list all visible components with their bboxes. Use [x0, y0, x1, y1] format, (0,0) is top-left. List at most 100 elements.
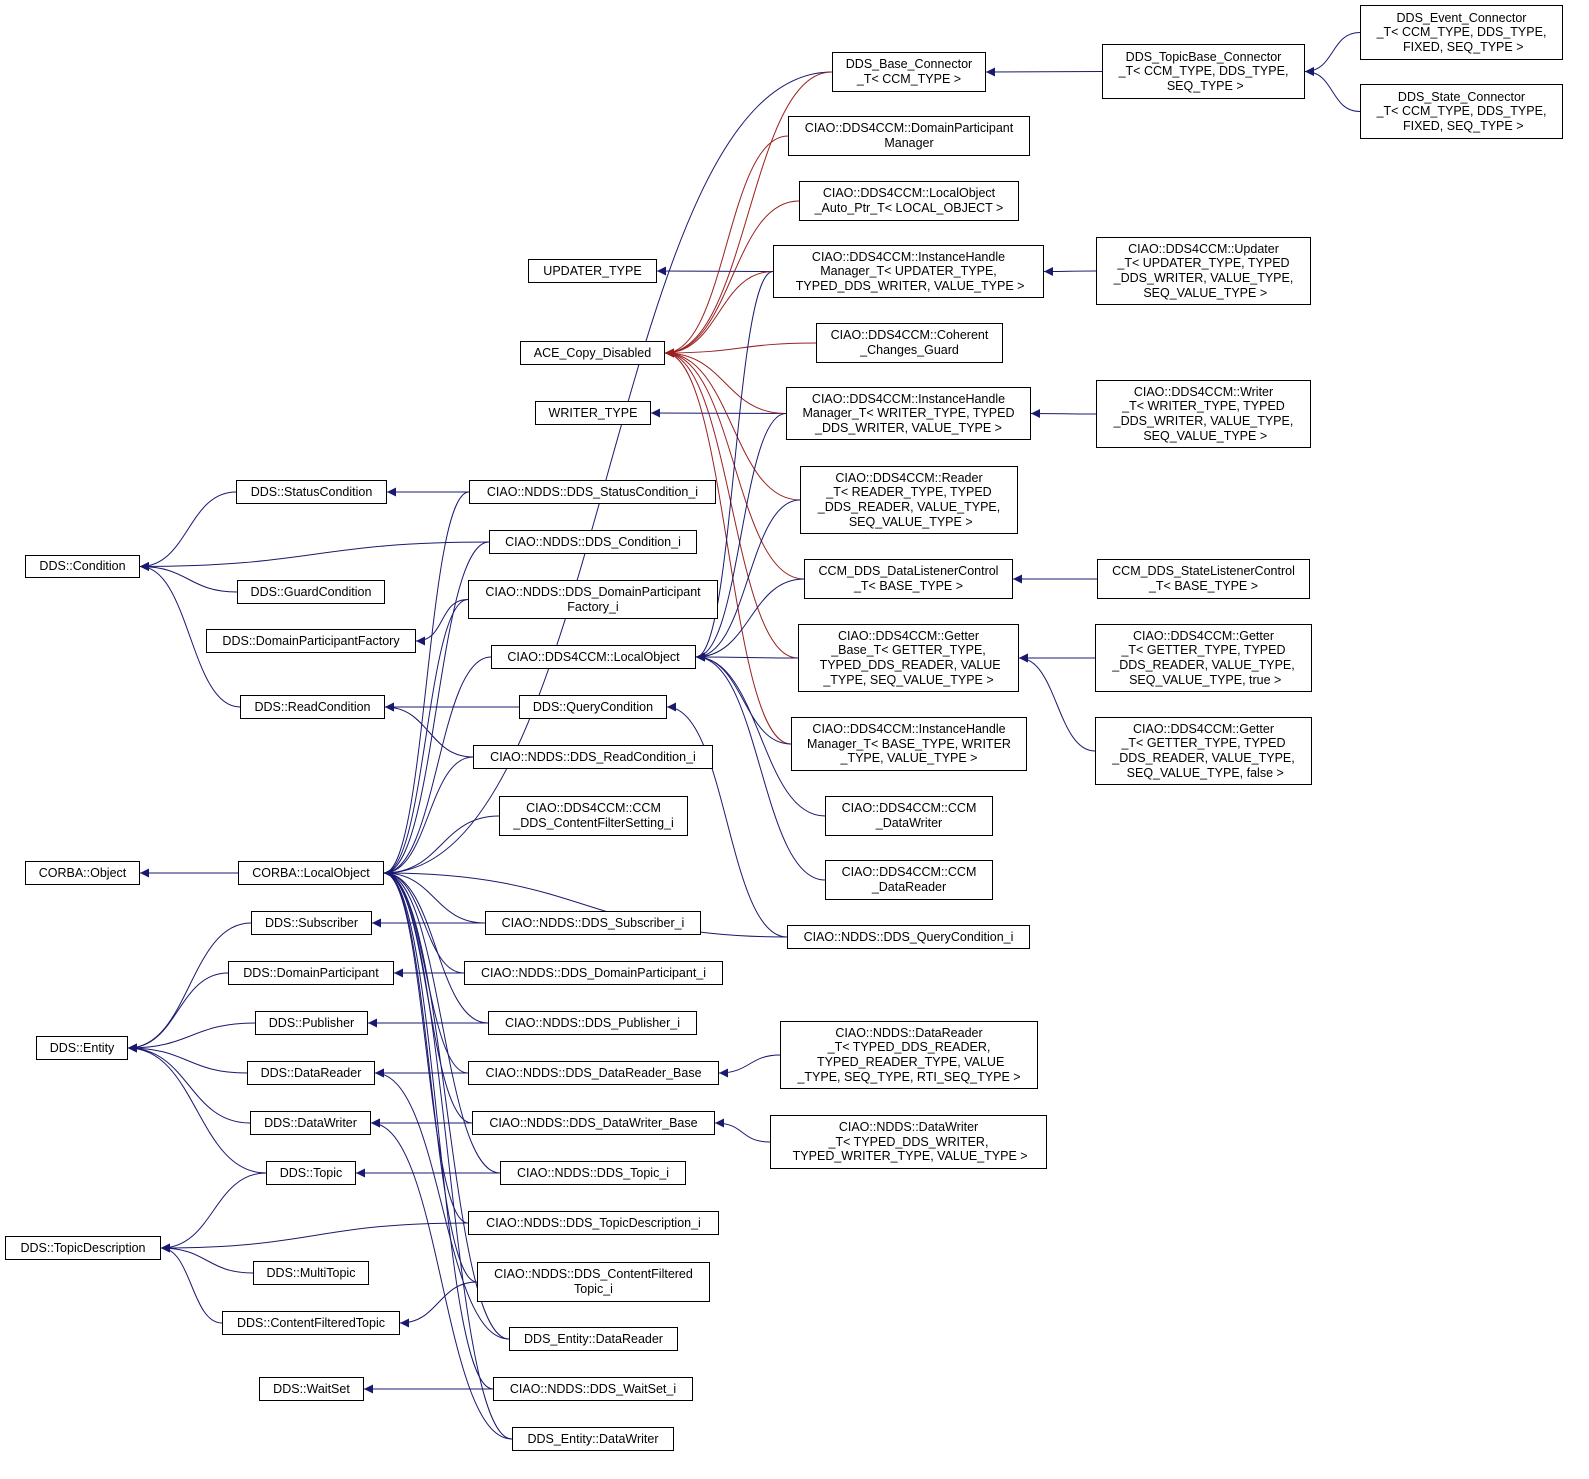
node-updater-type[interactable]: UPDATER_TYPE: [528, 259, 657, 283]
node-reader-t[interactable]: CIAO::DDS4CCM::Reader _T< READER_TYPE, T…: [800, 466, 1018, 534]
node-dds-topicdescription[interactable]: DDS::TopicDescription: [5, 1236, 161, 1260]
node-dds-entity[interactable]: DDS::Entity: [36, 1036, 128, 1060]
node-ndds-datawriter-base[interactable]: CIAO::NDDS::DDS_DataWriter_Base: [472, 1111, 715, 1135]
node-ndds-datareader-base[interactable]: CIAO::NDDS::DDS_DataReader_Base: [468, 1061, 719, 1085]
edge-ndds_dpfactory_i-to-corba_localobject: [383, 599, 469, 878]
edge-entity_datareader-to-corba_localobject: [383, 868, 510, 1340]
edge-dds_datareader-to-dds_entity: [127, 1043, 248, 1074]
node-data-listener-control[interactable]: CCM_DDS_DataListenerControl _T< BASE_TYP…: [804, 559, 1013, 599]
node-topicbase-connector[interactable]: DDS_TopicBase_Connector _T< CCM_TYPE, DD…: [1102, 44, 1305, 99]
edge-dds_multitopic-to-dds_topicdescription: [160, 1243, 254, 1274]
edge-data_listener_ctrl-to-dds4ccm_localobject: [695, 578, 805, 662]
node-ccm-contentfiltersetting-i[interactable]: CIAO::DDS4CCM::CCM _DDS_ContentFilterSet…: [499, 796, 688, 836]
edge-dds_subscriber-to-dds_entity: [127, 922, 252, 1053]
edge-ndds_datareader_t-to-ndds_datareader_base: [718, 1054, 781, 1078]
edge-dds_cftopic-to-dds_topicdescription: [160, 1243, 223, 1324]
node-dds-statuscondition[interactable]: DDS::StatusCondition: [236, 480, 387, 504]
node-dds-subscriber[interactable]: DDS::Subscriber: [251, 911, 372, 935]
node-dds-querycondition[interactable]: DDS::QueryCondition: [519, 695, 667, 719]
edge-ndds_readcondition_i-to-dds_readcondition: [384, 702, 474, 758]
edge-dds_datawriter-to-dds_entity: [127, 1043, 251, 1124]
edge-ndds_domainparticipant_i-to-corba_localobject: [383, 868, 465, 974]
node-ndds-querycondition-i[interactable]: CIAO::NDDS::DDS_QueryCondition_i: [787, 925, 1030, 949]
edge-event_connector-to-topicbase_connector: [1304, 32, 1361, 76]
node-updater-t[interactable]: CIAO::DDS4CCM::Updater _T< UPDATER_TYPE,…: [1096, 237, 1311, 305]
node-ndds-condition-i[interactable]: CIAO::NDDS::DDS_Condition_i: [489, 530, 697, 554]
node-getter-base[interactable]: CIAO::DDS4CCM::Getter _Base_T< GETTER_TY…: [798, 624, 1019, 692]
node-state-listener-control[interactable]: CCM_DDS_StateListenerControl _T< BASE_TY…: [1097, 559, 1310, 599]
node-state-connector[interactable]: DDS_State_Connector _T< CCM_TYPE, DDS_TY…: [1360, 84, 1563, 139]
edge-topicbase_connector-to-dds_base_connector: [985, 67, 1103, 77]
node-localobject-auto-ptr[interactable]: CIAO::DDS4CCM::LocalObject _Auto_Ptr_T< …: [799, 181, 1019, 221]
edge-getter_base-to-ace_copy_disabled: [664, 348, 799, 659]
node-dds-publisher[interactable]: DDS::Publisher: [255, 1011, 368, 1035]
node-dds-multitopic[interactable]: DDS::MultiTopic: [253, 1261, 369, 1285]
node-dds-domainparticipantfactory[interactable]: DDS::DomainParticipantFactory: [206, 629, 416, 653]
node-writer-t[interactable]: CIAO::DDS4CCM::Writer _T< WRITER_TYPE, T…: [1096, 380, 1311, 448]
node-instancehandle-manager-base[interactable]: CIAO::DDS4CCM::InstanceHandle Manager_T<…: [791, 717, 1027, 771]
node-ndds-domainparticipantfactory-i[interactable]: CIAO::NDDS::DDS_DomainParticipant Factor…: [468, 580, 718, 619]
node-instancehandle-manager-updater[interactable]: CIAO::DDS4CCM::InstanceHandle Manager_T<…: [773, 245, 1044, 298]
node-ndds-datareader-t[interactable]: CIAO::NDDS::DataReader _T< TYPED_DDS_REA…: [780, 1021, 1038, 1089]
node-dds-waitset[interactable]: DDS::WaitSet: [259, 1377, 364, 1401]
edge-ndds_datawriter_t-to-ndds_datawriter_base: [714, 1118, 771, 1143]
node-corba-object[interactable]: CORBA::Object: [25, 861, 140, 885]
edge-dds_publisher-to-dds_entity: [127, 1022, 256, 1053]
node-domainparticipant-manager[interactable]: CIAO::DDS4CCM::DomainParticipant Manager: [788, 116, 1030, 156]
edge-ndds_topic_i-to-corba_localobject: [383, 868, 501, 1174]
edge-entity_datawriter-to-corba_localobject: [383, 868, 513, 1440]
edge-writer_t-to-ihm_writer: [1030, 409, 1097, 419]
node-dds-topic[interactable]: DDS::Topic: [266, 1161, 356, 1185]
node-entity-datareader[interactable]: DDS_Entity::DataReader: [509, 1327, 678, 1351]
node-ndds-topic-i[interactable]: CIAO::NDDS::DDS_Topic_i: [500, 1161, 686, 1185]
edge-ndds_publisher_i-to-corba_localobject: [383, 868, 489, 1024]
node-ndds-statuscondition-i[interactable]: CIAO::NDDS::DDS_StatusCondition_i: [469, 480, 716, 504]
node-writer-type[interactable]: WRITER_TYPE: [535, 401, 651, 425]
edge-ccm_datareader-to-dds4ccm_localobject: [695, 652, 826, 881]
node-dds-guardcondition[interactable]: DDS::GuardCondition: [237, 580, 385, 604]
node-ndds-topicdescription-i[interactable]: CIAO::NDDS::DDS_TopicDescription_i: [468, 1211, 719, 1235]
node-getter-true[interactable]: CIAO::DDS4CCM::Getter _T< GETTER_TYPE, T…: [1095, 624, 1312, 692]
edge-dds_topic-to-dds_topicdescription: [160, 1172, 267, 1253]
node-dds-base-connector[interactable]: DDS_Base_Connector _T< CCM_TYPE >: [832, 52, 986, 92]
node-ndds-domainparticipant-i[interactable]: CIAO::NDDS::DDS_DomainParticipant_i: [464, 961, 723, 985]
node-corba-localobject[interactable]: CORBA::LocalObject: [238, 861, 384, 885]
edge-dds4ccm_localobject-to-corba_localobject: [383, 656, 492, 878]
node-ndds-publisher-i[interactable]: CIAO::NDDS::DDS_Publisher_i: [488, 1011, 697, 1035]
edge-ihm_writer-to-ace_copy_disabled: [664, 348, 787, 414]
node-getter-false[interactable]: CIAO::DDS4CCM::Getter _T< GETTER_TYPE, T…: [1095, 717, 1312, 785]
node-dds-readcondition[interactable]: DDS::ReadCondition: [240, 695, 385, 719]
node-dds-domainparticipant[interactable]: DDS::DomainParticipant: [228, 961, 394, 985]
node-ccm-datareader[interactable]: CIAO::DDS4CCM::CCM _DataReader: [825, 860, 993, 900]
node-dds-condition[interactable]: DDS::Condition: [25, 555, 140, 578]
edge-ndds_readcondition_i-to-corba_localobject: [383, 756, 474, 878]
node-event-connector[interactable]: DDS_Event_Connector _T< CCM_TYPE, DDS_TY…: [1360, 5, 1563, 60]
node-dds4ccm-localobject[interactable]: CIAO::DDS4CCM::LocalObject: [491, 645, 696, 669]
node-ndds-readcondition-i[interactable]: CIAO::NDDS::DDS_ReadCondition_i: [473, 745, 713, 769]
edge-ndds_cftopic_i-to-dds_cftopic: [399, 1281, 478, 1328]
node-ndds-contentfilteredtopic-i[interactable]: CIAO::NDDS::DDS_ContentFiltered Topic_i: [477, 1262, 710, 1302]
edge-updater_t-to-ihm_updater: [1043, 266, 1097, 276]
edge-dds_topic-to-dds_entity: [127, 1043, 267, 1174]
node-ace-copy-disabled[interactable]: ACE_Copy_Disabled: [520, 341, 665, 365]
node-coherent-changes-guard[interactable]: CIAO::DDS4CCM::Coherent _Changes_Guard: [816, 323, 1003, 363]
node-entity-datawriter[interactable]: DDS_Entity::DataWriter: [512, 1427, 674, 1451]
node-ccm-datawriter[interactable]: CIAO::DDS4CCM::CCM _DataWriter: [825, 796, 993, 836]
edge-ihm_base-to-ace_copy_disabled: [664, 348, 792, 745]
node-ndds-waitset-i[interactable]: CIAO::NDDS::DDS_WaitSet_i: [493, 1377, 693, 1401]
node-ndds-subscriber-i[interactable]: CIAO::NDDS::DDS_Subscriber_i: [485, 911, 701, 935]
node-ndds-datawriter-t[interactable]: CIAO::NDDS::DataWriter _T< TYPED_DDS_WRI…: [770, 1115, 1047, 1169]
edge-reader_t-to-dds4ccm_localobject: [695, 499, 801, 662]
edge-dds_statuscondition-to-dds_condition: [139, 491, 237, 571]
edge-entity_datareader-to-dds_datareader: [374, 1068, 510, 1340]
node-dds-contentfilteredtopic[interactable]: DDS::ContentFilteredTopic: [222, 1311, 400, 1335]
node-instancehandle-manager-writer[interactable]: CIAO::DDS4CCM::InstanceHandle Manager_T<…: [786, 387, 1031, 440]
node-dds-datareader[interactable]: DDS::DataReader: [247, 1061, 375, 1085]
node-dds-datawriter[interactable]: DDS::DataWriter: [250, 1111, 371, 1135]
edge-ccm_cfsetting_i-to-corba_localobject: [383, 815, 500, 878]
edge-ihm_writer-to-writer_type: [650, 408, 787, 418]
edge-ndds_topicdescription_i-to-dds_topicdescription: [160, 1222, 469, 1253]
edge-reader_t-to-ace_copy_disabled: [664, 348, 801, 501]
